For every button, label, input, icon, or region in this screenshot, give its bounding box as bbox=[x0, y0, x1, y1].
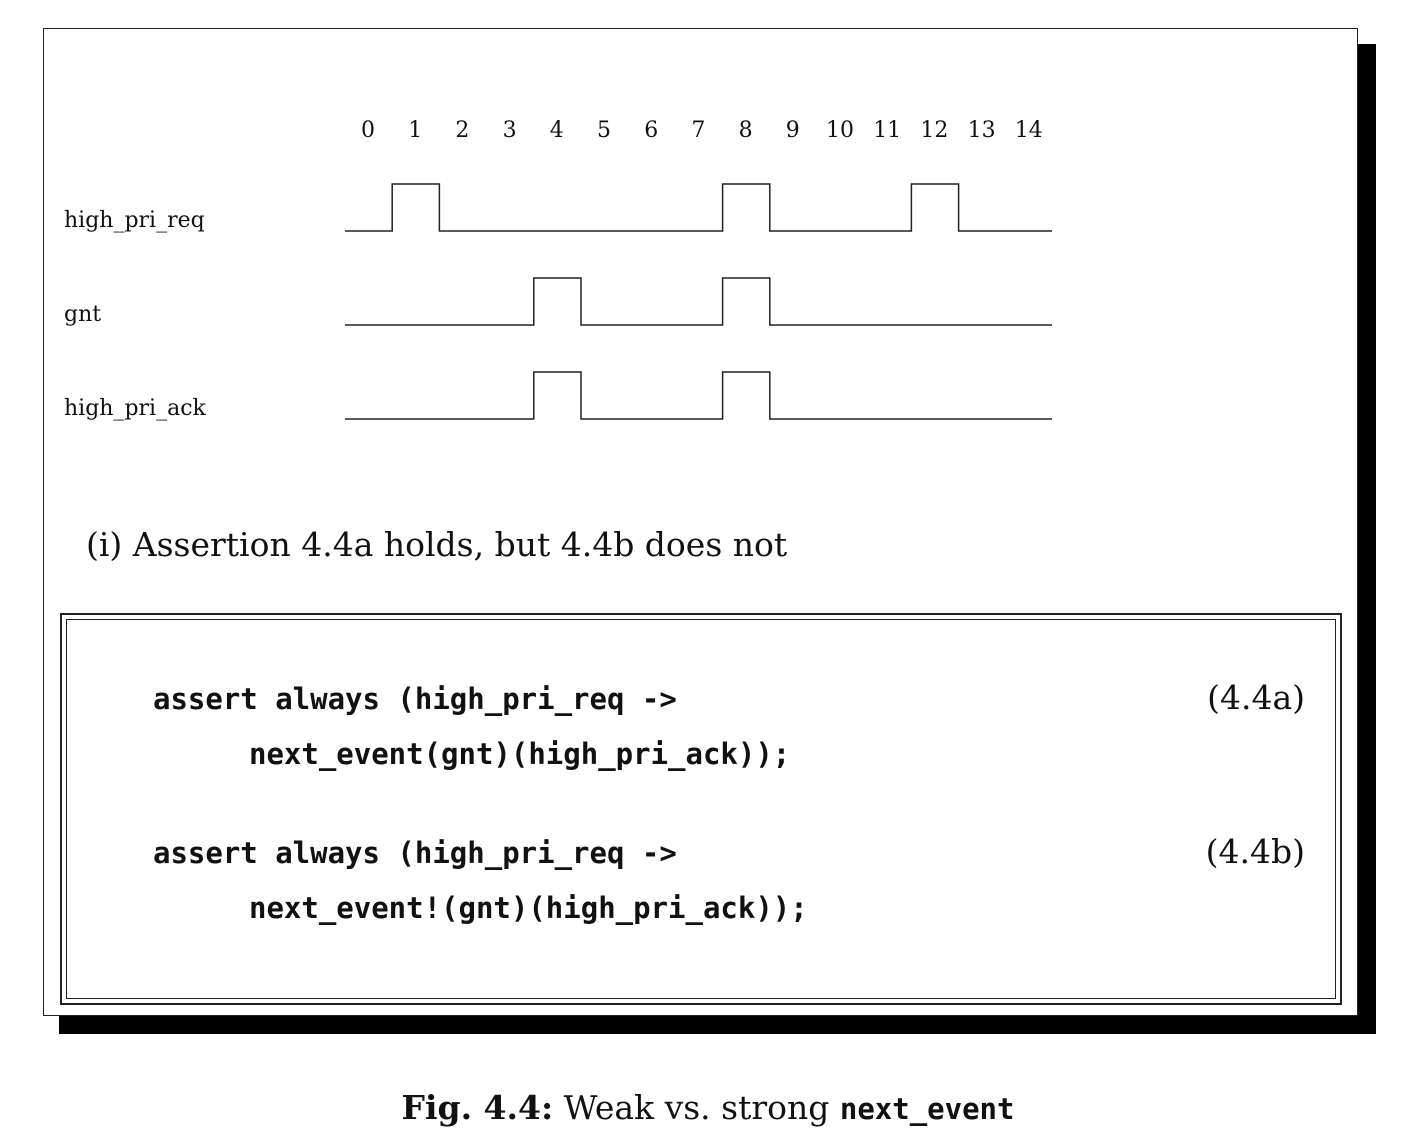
signal-label-high-pri-ack: high_pri_ack bbox=[64, 396, 206, 421]
equation-label-4-4a: (4.4a) bbox=[1207, 678, 1305, 717]
tick-label: 13 bbox=[968, 118, 996, 143]
waveform-high-pri-ack bbox=[345, 371, 1052, 420]
tick-label: 10 bbox=[826, 118, 854, 143]
waveform-gnt bbox=[345, 277, 1052, 326]
figure-caption: Fig. 4.4: Weak vs. strong next_event bbox=[0, 1088, 1416, 1127]
tick-label: 3 bbox=[503, 118, 517, 143]
figure-frame bbox=[43, 28, 1358, 1016]
subfigure-caption: (i) Assertion 4.4a holds, but 4.4b does … bbox=[86, 525, 788, 564]
signal-label-high-pri-req: high_pri_req bbox=[64, 208, 205, 233]
tick-label: 12 bbox=[920, 118, 948, 143]
assertion-box: assert always (high_pri_req -> next_even… bbox=[60, 613, 1342, 1005]
assertion-a-line1: assert always (high_pri_req -> bbox=[153, 682, 677, 716]
tick-label: 4 bbox=[550, 118, 564, 143]
assertion-b-line1: assert always (high_pri_req -> bbox=[153, 836, 677, 870]
tick-label: 14 bbox=[1015, 118, 1043, 143]
assertion-b-line2: next_event!(gnt)(high_pri_ack)); bbox=[249, 891, 808, 925]
figure-caption-code: next_event bbox=[839, 1092, 1015, 1126]
figure-caption-text: Weak vs. strong bbox=[563, 1088, 830, 1127]
signal-label-gnt: gnt bbox=[64, 302, 102, 327]
assertion-box-inner: assert always (high_pri_req -> next_even… bbox=[66, 619, 1336, 999]
tick-label: 9 bbox=[786, 118, 800, 143]
tick-label: 5 bbox=[597, 118, 611, 143]
tick-label: 2 bbox=[455, 118, 469, 143]
figure-caption-prefix: Fig. 4.4: bbox=[401, 1088, 554, 1127]
tick-label: 6 bbox=[644, 118, 658, 143]
tick-label: 8 bbox=[739, 118, 753, 143]
assertion-a-line2: next_event(gnt)(high_pri_ack)); bbox=[249, 737, 791, 771]
tick-label: 11 bbox=[873, 118, 901, 143]
tick-label: 0 bbox=[361, 118, 375, 143]
tick-label: 7 bbox=[691, 118, 705, 143]
waveform-high-pri-req bbox=[345, 183, 1052, 232]
tick-label: 1 bbox=[408, 118, 422, 143]
equation-label-4-4b: (4.4b) bbox=[1205, 832, 1305, 871]
